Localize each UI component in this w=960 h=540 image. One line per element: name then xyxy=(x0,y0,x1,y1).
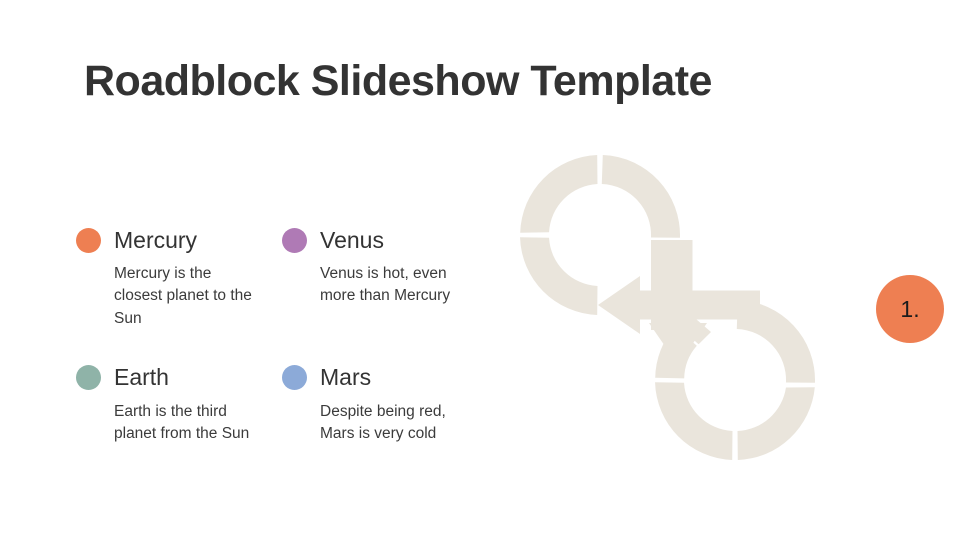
legend-item-description: Venus is hot, even more than Mercury xyxy=(320,265,451,305)
earth-dot xyxy=(76,365,101,391)
planet-legend-grid: Mercury Mercury is the closest planet to… xyxy=(76,224,496,446)
legend-item-name: Earth xyxy=(114,364,169,391)
process-arrows-graphic xyxy=(520,155,815,460)
legend-item-name: Mercury xyxy=(114,226,198,253)
legend-item-name: Venus xyxy=(320,226,384,253)
legend-item-description: Despite being red, Mars is very cold xyxy=(320,402,446,443)
legend-item-venus[interactable]: Venus Venus is hot, even more than Mercu… xyxy=(282,224,488,330)
lower-ring-segment-sw xyxy=(655,382,733,460)
lower-ring-segment-ne xyxy=(736,300,815,383)
cyclic-process-diagram: 1. 2. 3. 4. xyxy=(430,130,944,490)
lower-ring-segment-se xyxy=(737,387,815,460)
lower-ring-stub-top xyxy=(677,313,711,345)
page-title: Roadblock Slideshow Template xyxy=(84,57,712,105)
legend-item-mars[interactable]: Mars Despite being red, Mars is very col… xyxy=(282,362,488,446)
step-circle-1[interactable]: 1. xyxy=(876,275,944,343)
legend-head: Mercury xyxy=(76,224,282,256)
legend-item-earth[interactable]: Earth Earth is the third planet from the… xyxy=(76,362,282,446)
lower-ring-segment-nw xyxy=(655,326,697,379)
mars-dot xyxy=(282,365,307,391)
legend-head: Earth xyxy=(76,362,282,394)
legend-head: Mars xyxy=(282,362,488,394)
legend-item-description: Earth is the third planet from the Sun xyxy=(114,402,250,443)
step-circle-label: 1. xyxy=(900,295,920,322)
upper-ring-segment-nw xyxy=(520,155,598,233)
mercury-dot xyxy=(76,227,101,253)
venus-dot xyxy=(282,227,307,253)
legend-head: Venus xyxy=(282,224,488,256)
legend-item-name: Mars xyxy=(320,364,372,391)
legend-item-description: Mercury is the closest planet to the Sun xyxy=(114,265,252,327)
upper-ring-segment-ne xyxy=(601,155,680,238)
upper-ring-segment-sw xyxy=(520,237,598,315)
legend-item-mercury[interactable]: Mercury Mercury is the closest planet to… xyxy=(76,224,282,330)
